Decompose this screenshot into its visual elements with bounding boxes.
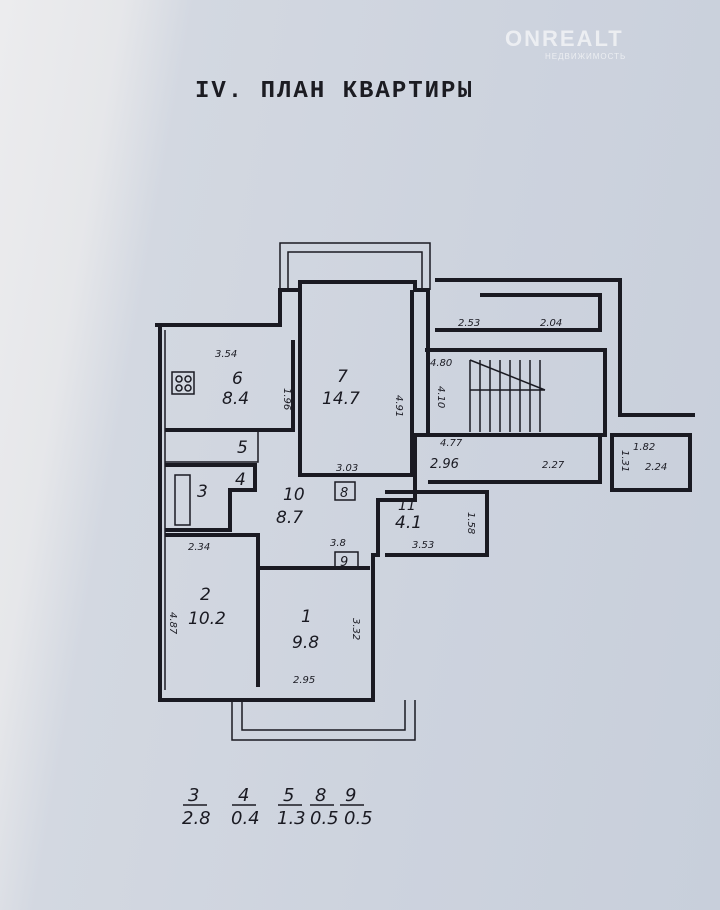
legend-area: 0.5 bbox=[310, 808, 339, 829]
room-5-number: 5 bbox=[237, 438, 248, 458]
room-8-number: 8 bbox=[340, 486, 348, 501]
legend-area: 0.4 bbox=[231, 808, 260, 829]
watermark-brand: ONREALT bbox=[505, 26, 624, 51]
room-9-number: 9 bbox=[340, 555, 348, 570]
common-dim: 2.04 bbox=[540, 318, 562, 329]
room-10-number: 10 bbox=[283, 485, 305, 505]
common-dim: 4.80 bbox=[430, 358, 452, 369]
legend-num: 4 bbox=[238, 785, 249, 806]
common-dim: 4.10 bbox=[435, 386, 446, 408]
common-dim: 2.96 bbox=[430, 457, 459, 472]
room-7-number: 7 bbox=[337, 367, 348, 387]
room-11-area: 4.1 bbox=[395, 513, 422, 533]
watermark-sub: НЕДВИЖИМОСТЬ bbox=[545, 52, 627, 61]
page-title: IV. ПЛАН КВАРТИРЫ bbox=[195, 78, 474, 105]
room-1-dim: 2.95 bbox=[293, 675, 315, 686]
common-dim: 2.24 bbox=[645, 462, 667, 473]
room-3-number: 3 bbox=[197, 482, 208, 502]
room-1-dim: 3.32 bbox=[350, 618, 361, 640]
room-6-dim: 3.54 bbox=[215, 349, 237, 360]
common-dim: 2.27 bbox=[542, 460, 565, 471]
room-11-dim: 3.53 bbox=[412, 540, 434, 551]
room-6-number: 6 bbox=[232, 369, 243, 389]
room-2-area: 10.2 bbox=[188, 609, 226, 629]
legend-num: 5 bbox=[283, 785, 294, 806]
room-11-number: 11 bbox=[398, 498, 416, 514]
room-2-number: 2 bbox=[200, 585, 211, 605]
legend-num: 9 bbox=[345, 785, 356, 806]
common-dim: 2.53 bbox=[458, 318, 480, 329]
room-1-number: 1 bbox=[301, 607, 312, 627]
legend-area: 0.5 bbox=[344, 808, 373, 829]
room-9-dim: 3.8 bbox=[330, 538, 346, 549]
room-2-dim: 4.87 bbox=[167, 612, 178, 635]
legend-num: 8 bbox=[315, 785, 326, 806]
room-11-dim: 1.58 bbox=[465, 512, 476, 534]
room-2-dim: 2.34 bbox=[188, 542, 210, 553]
room-7-dim: 4.91 bbox=[393, 395, 404, 417]
common-dim: 4.77 bbox=[440, 438, 463, 449]
legend-num: 3 bbox=[188, 785, 199, 806]
room-10-area: 8.7 bbox=[276, 508, 303, 528]
room-6-area: 8.4 bbox=[222, 389, 249, 409]
room-7-area: 14.7 bbox=[322, 389, 360, 409]
area-legend: 3 2.8 4 0.4 5 1.3 8 0.5 9 0.5 bbox=[182, 785, 373, 829]
common-dim: 1.31 bbox=[619, 450, 630, 472]
room-6-dim: 1.96 bbox=[281, 388, 292, 410]
room-4-number: 4 bbox=[235, 470, 246, 490]
legend-area: 2.8 bbox=[182, 808, 211, 829]
common-dim: 1.82 bbox=[633, 442, 655, 453]
room-7-dim: 3.03 bbox=[336, 463, 358, 474]
walls bbox=[155, 242, 695, 741]
stove-icon bbox=[171, 371, 195, 395]
room-1-area: 9.8 bbox=[292, 633, 319, 653]
legend-area: 1.3 bbox=[277, 808, 306, 829]
